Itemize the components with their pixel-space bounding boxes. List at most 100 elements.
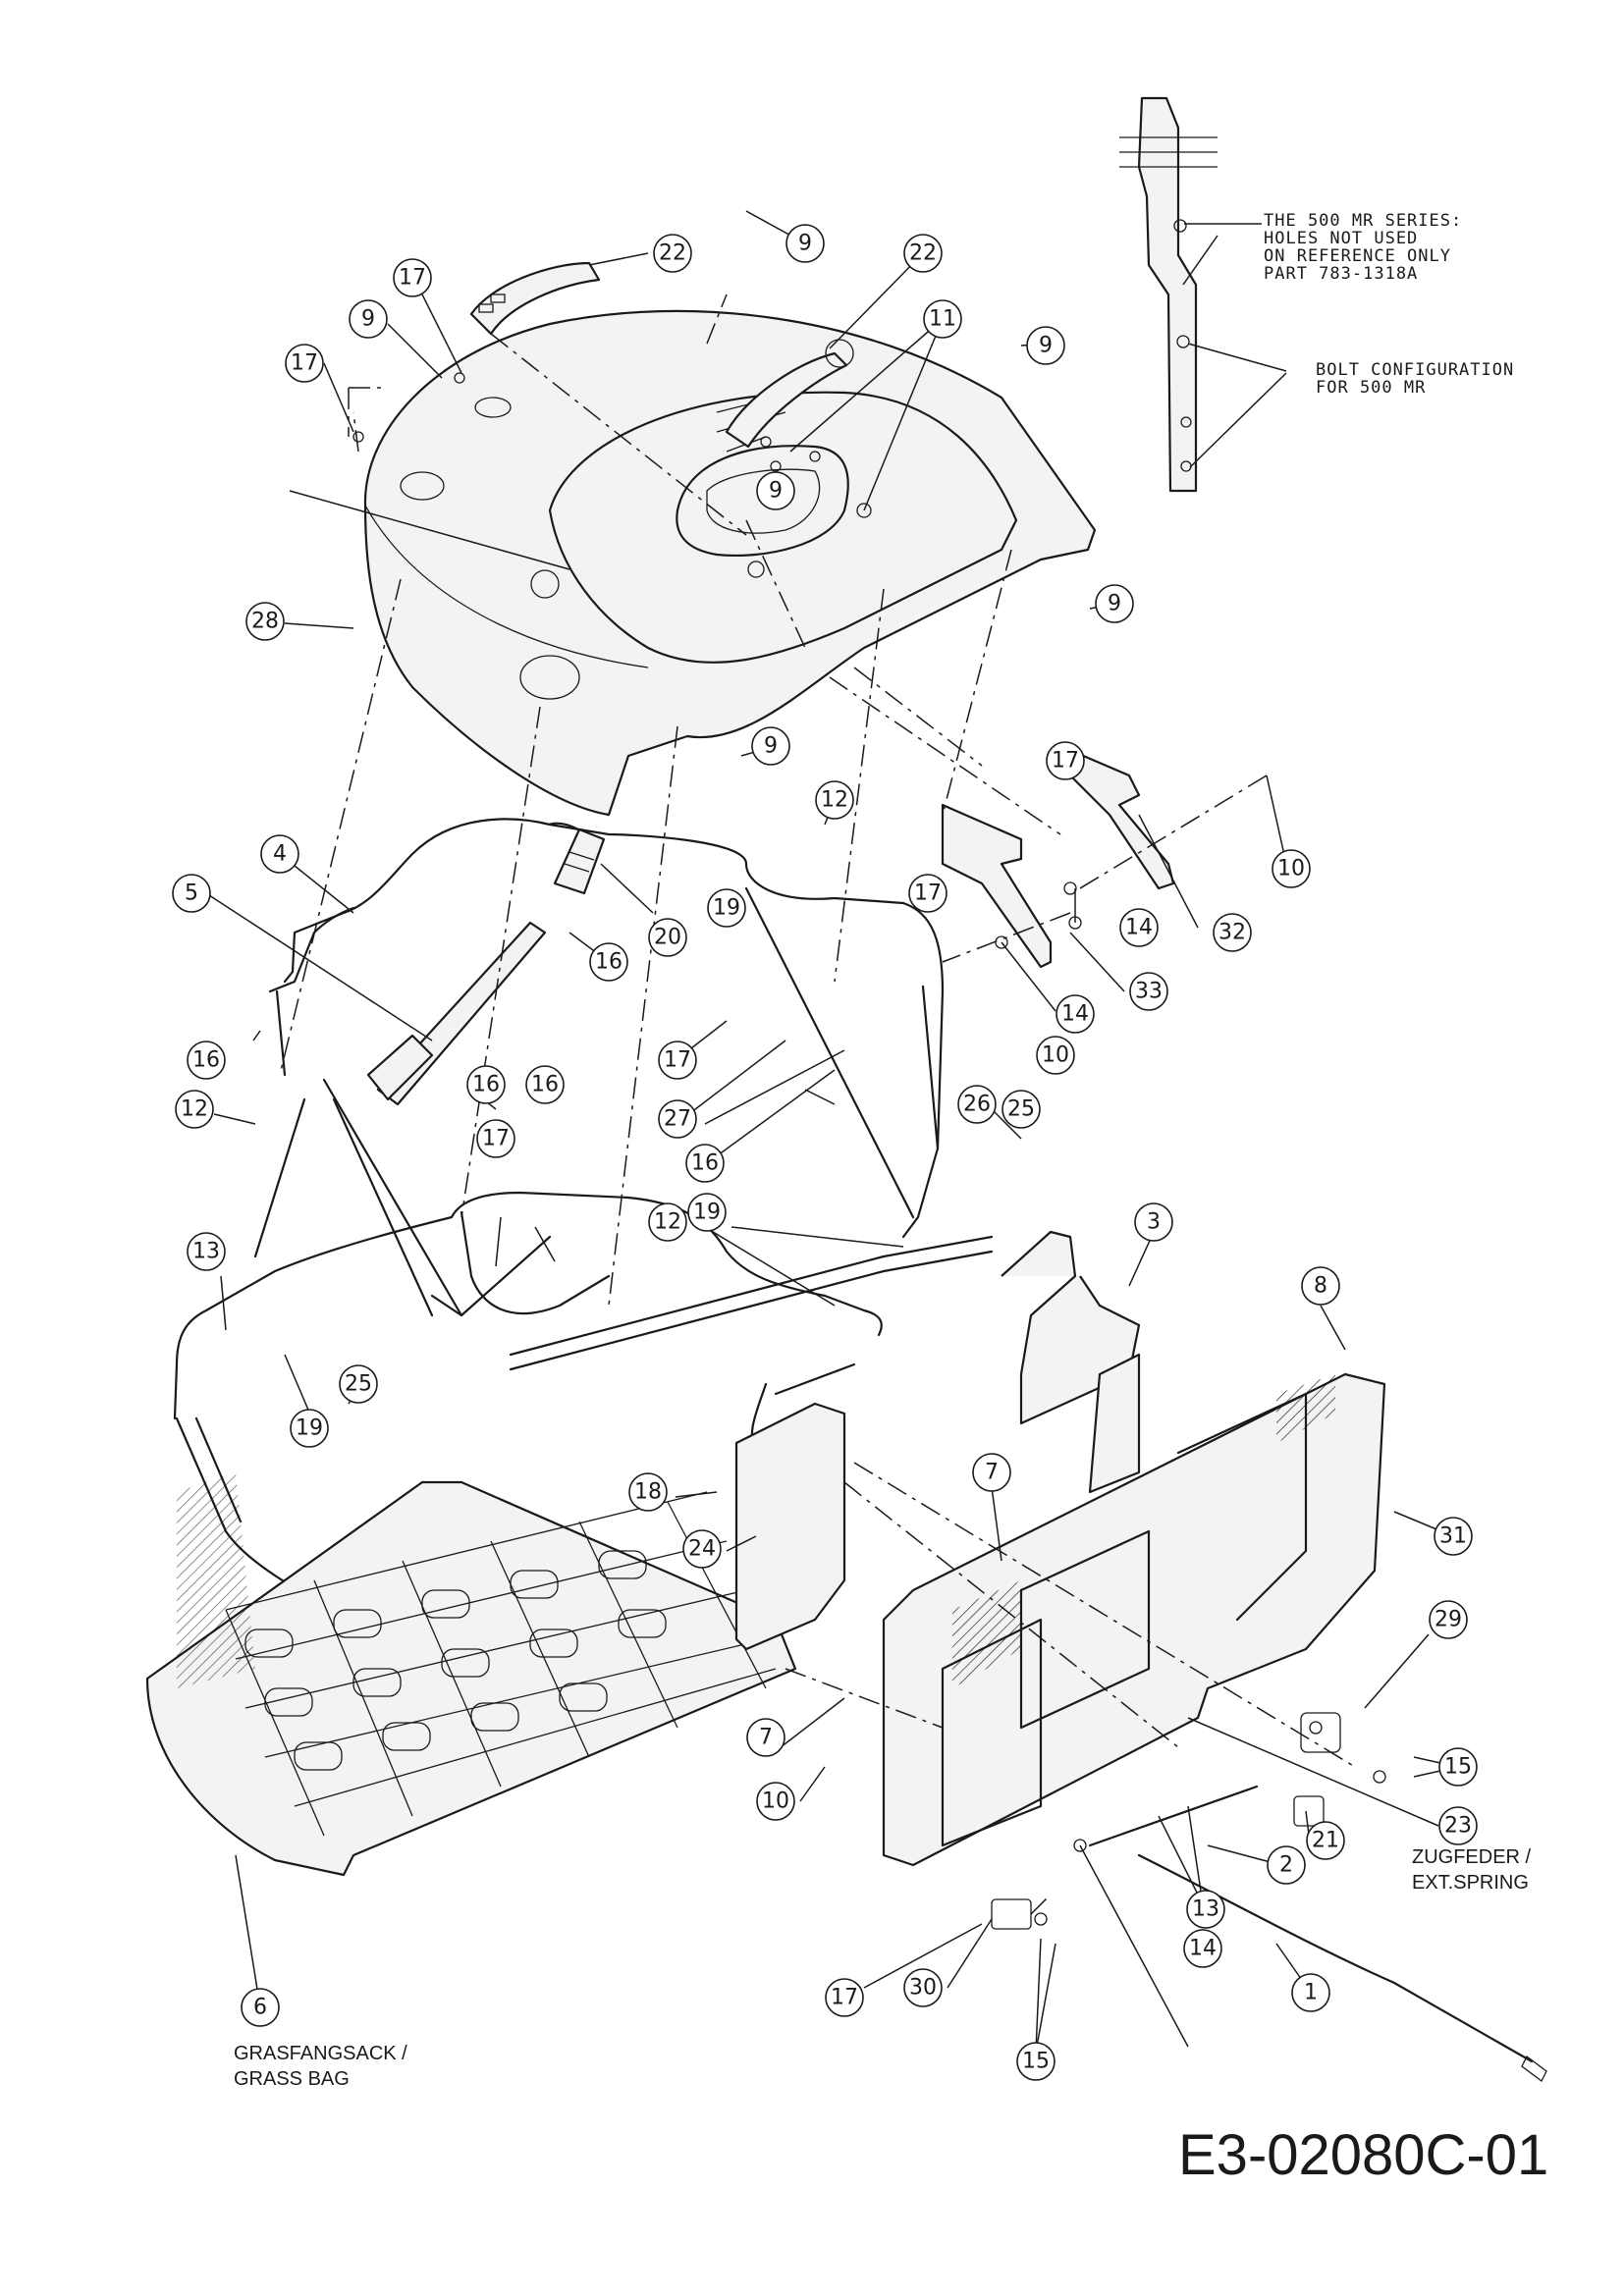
callout-circle (1026, 326, 1065, 365)
callout-17: 17 (393, 258, 432, 297)
callout-number: 12 (654, 1210, 681, 1235)
callout-18: 18 (628, 1472, 668, 1512)
callout-6: 6 (241, 1988, 280, 2027)
callout-number: 19 (693, 1201, 721, 1225)
callout-number: 17 (1052, 749, 1079, 774)
callout-circle (1186, 1890, 1225, 1929)
callout-number: 17 (664, 1048, 691, 1073)
assembly-lines (279, 294, 1356, 1915)
callout-13: 13 (1186, 1890, 1225, 1929)
callout-number: 26 (963, 1093, 991, 1117)
bolt-note-line-2: FOR 500 MR (1316, 378, 1426, 398)
callout-number: 7 (985, 1461, 999, 1485)
callout-number: 9 (769, 479, 783, 504)
callout-circle (349, 299, 388, 339)
callout-10: 10 (1036, 1036, 1075, 1075)
callout-17: 17 (285, 344, 324, 383)
callout-number: 7 (759, 1726, 773, 1750)
callout-number: 5 (185, 881, 198, 906)
callout-circle (241, 1988, 280, 2027)
callout-circle (476, 1119, 515, 1158)
callout-number: 17 (914, 881, 942, 906)
callout-16: 16 (685, 1144, 725, 1183)
callout-number: 2 (1279, 1853, 1293, 1878)
callout-13: 13 (187, 1232, 226, 1271)
callout-12: 12 (815, 780, 854, 820)
callout-circle (285, 344, 324, 383)
note-line-2: HOLES NOT USED (1264, 229, 1418, 248)
callout-number: 31 (1439, 1524, 1467, 1549)
callout-4: 4 (260, 834, 299, 874)
callout-number: 32 (1218, 921, 1246, 945)
callout-2: 2 (1267, 1845, 1306, 1885)
callout-number: 4 (273, 842, 287, 867)
callout-circle (260, 834, 299, 874)
ext-spring-label-1: ZUGFEDER / (1412, 1846, 1532, 1868)
callout-number: 17 (291, 351, 318, 376)
leader-lines (205, 210, 1459, 2053)
callout-11: 11 (923, 299, 962, 339)
grass-bag-frame (253, 818, 945, 1317)
callout-33: 33 (1129, 972, 1168, 1011)
callout-9: 9 (1095, 584, 1134, 623)
callout-8: 8 (1301, 1266, 1340, 1306)
callout-number: 17 (399, 266, 426, 291)
callout-15: 15 (1016, 2042, 1056, 2081)
callout-14: 14 (1056, 994, 1095, 1034)
callout-20: 20 (648, 918, 687, 957)
callout-circle (628, 1472, 668, 1512)
callout-number: 18 (634, 1480, 662, 1505)
callout-number: 33 (1135, 980, 1163, 1004)
callout-circle (1306, 1821, 1345, 1860)
callout-circle (393, 258, 432, 297)
callout-number: 14 (1125, 916, 1153, 940)
callout-number: 21 (1312, 1829, 1339, 1853)
callout-number: 9 (1039, 334, 1053, 358)
callout-19: 19 (290, 1409, 329, 1448)
callout-16: 16 (589, 942, 628, 982)
callout-circle (1001, 1090, 1041, 1129)
callout-circle (746, 1718, 785, 1757)
callout-14: 14 (1119, 908, 1159, 947)
label-ext-spring: ZUGFEDER / EXT.SPRING (1412, 1846, 1532, 1894)
callout-31: 31 (1434, 1517, 1473, 1556)
callout-number: 10 (762, 1789, 789, 1814)
callout-circle (1291, 1973, 1330, 2012)
callout-15: 15 (1438, 1747, 1478, 1787)
callout-circle (923, 299, 962, 339)
callout-circle (756, 471, 795, 510)
callout-1: 1 (1291, 1973, 1330, 2012)
ext-spring-label-2: EXT.SPRING (1412, 1872, 1529, 1894)
callout-12: 12 (175, 1090, 214, 1129)
callout-circle (707, 888, 746, 928)
hood-cover (363, 309, 1097, 817)
label-grass-bag: GRASFANGSACK / GRASS BAG (234, 2043, 407, 2090)
callout-circle (682, 1529, 722, 1569)
callout-9: 9 (1026, 326, 1065, 365)
callout-19: 19 (687, 1193, 727, 1232)
callout-number: 9 (1108, 592, 1121, 616)
callout-9: 9 (751, 726, 790, 766)
callout-number: 9 (361, 307, 375, 332)
callout-circle (1129, 972, 1168, 1011)
callout-number: 16 (472, 1073, 500, 1097)
callout-circle (685, 1144, 725, 1183)
callout-circle (1438, 1806, 1478, 1845)
callout-circle (1267, 1845, 1306, 1885)
callout-number: 25 (1007, 1097, 1035, 1122)
callout-3: 3 (1134, 1202, 1173, 1242)
callout-12: 12 (648, 1202, 687, 1242)
callout-25: 25 (339, 1364, 378, 1404)
callout-circle (648, 1202, 687, 1242)
callout-29: 29 (1429, 1600, 1468, 1639)
callout-circle (339, 1364, 378, 1404)
callout-circle (957, 1085, 997, 1124)
callout-17: 17 (1046, 741, 1085, 780)
plate-31 (882, 1372, 1386, 1867)
callout-number: 14 (1189, 1937, 1217, 1961)
callout-24: 24 (682, 1529, 722, 1569)
callout-21: 21 (1306, 1821, 1345, 1860)
callout-number: 1 (1304, 1981, 1318, 2005)
callout-circle (658, 1099, 697, 1139)
